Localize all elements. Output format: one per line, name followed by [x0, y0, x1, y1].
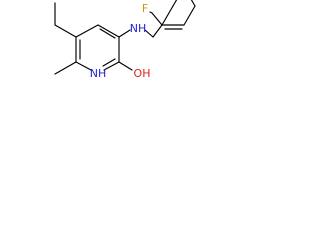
bond-ring-c2-n1-double [102, 58, 116, 67]
bond-methyl [54, 61, 77, 75]
bond-benz-5 [161, 5, 174, 26]
bond-c3-nh [118, 29, 131, 38]
bond-ring-c5-c4 [75, 24, 99, 38]
atom-nh-ring: NH [90, 67, 107, 80]
bond-benz-4 [190, 0, 196, 7]
bond-benz-3 [183, 5, 196, 26]
bond-ethyl-1 [54, 24, 77, 38]
atom-hydroxyl: OH [134, 67, 151, 80]
bond-benz-1 [151, 12, 163, 26]
bond-ring-n1-c6 [75, 61, 92, 71]
atom-fluorine: F [142, 2, 148, 15]
bond-ring-c2-n1 [103, 61, 120, 71]
bond-nh-ch2 [144, 29, 154, 38]
bond-ring-c4-c3-double [99, 28, 116, 39]
bond-benz-6 [172, 0, 178, 7]
bond-ch2-aryl [152, 24, 163, 38]
bond-c2-oh [118, 61, 133, 71]
bond-ring-c4-c3 [97, 24, 120, 38]
bond-benz-1-2f [149, 11, 153, 14]
molecule-structure: NH NH OH F [54, 0, 196, 80]
atom-nh-amine: NH [130, 22, 147, 35]
